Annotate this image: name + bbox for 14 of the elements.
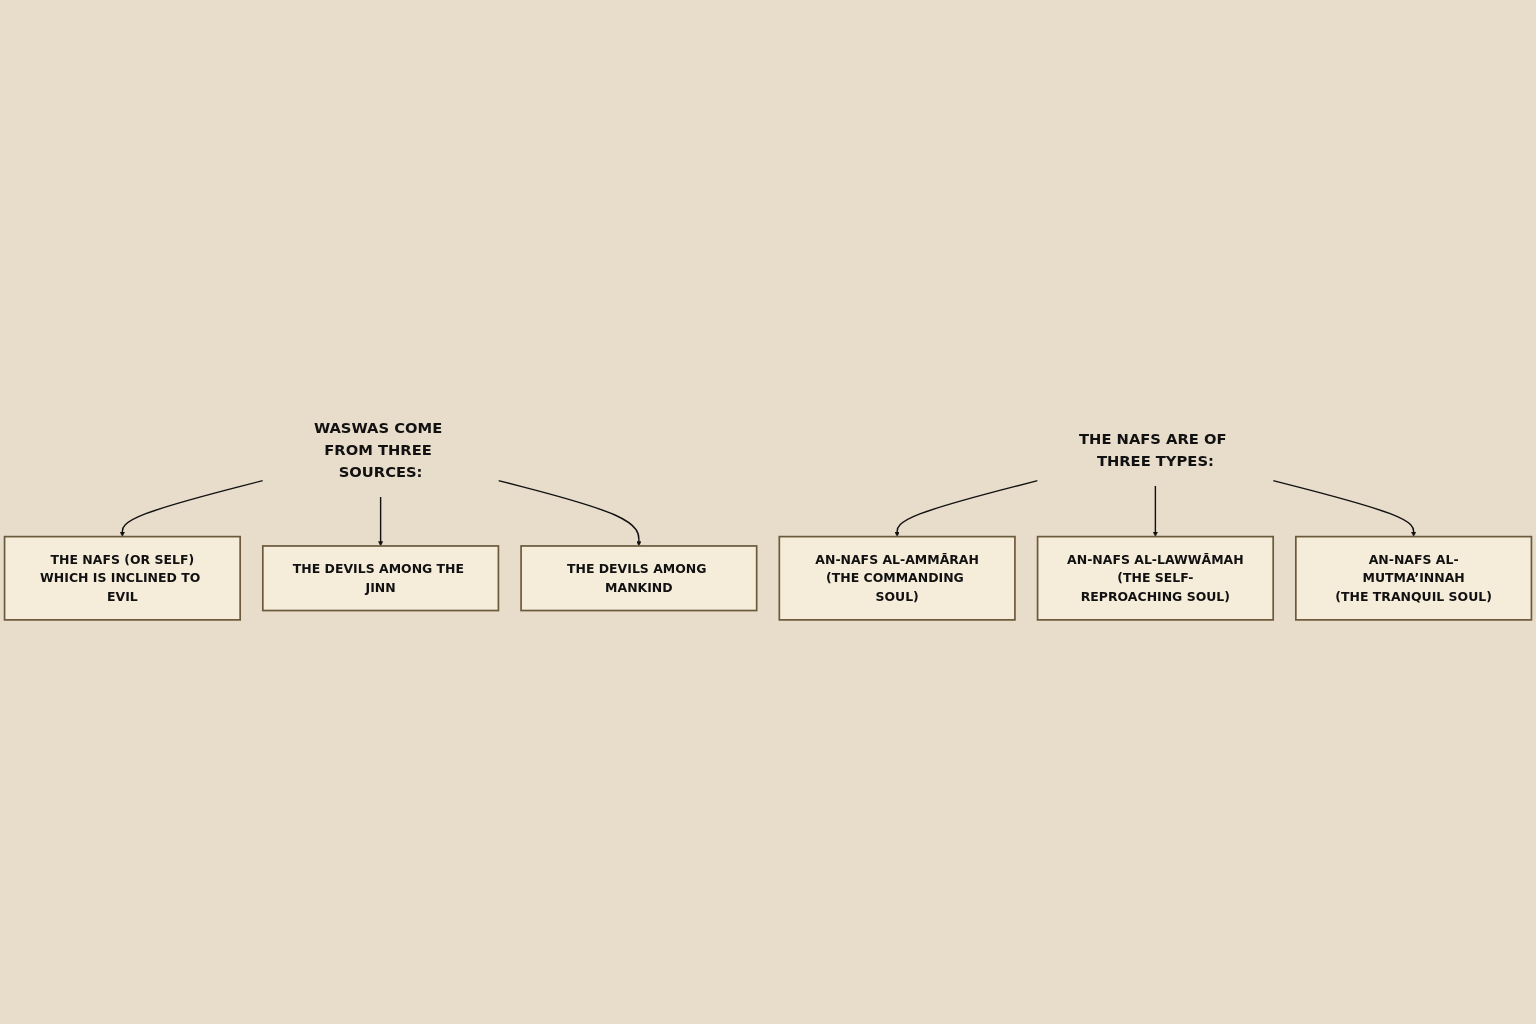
node-box: AN-NAFS AL-MUTMA’INNAH (THE TRANQUIL SOUL) [1295, 536, 1533, 621]
node-box: THE DEVILS AMONG MANKIND [520, 545, 758, 612]
node-text: THE NAFS ARE OF THREE TYPES: [1079, 430, 1227, 470]
arrow [1152, 485, 1158, 538]
node-text: WASWAS COME FROM THREE SOURCES: [313, 419, 443, 481]
node-box: AN-NAFS AL-LAWWĀMAH (THE SELF-REPROACHING SOUL) [1036, 536, 1275, 621]
arrow [119, 480, 264, 538]
arrow [497, 480, 642, 547]
arrow [1272, 480, 1417, 538]
node-box: THE NAFS (OR SELF) WHICH IS INCLINED TO EVIL [3, 536, 241, 621]
node-box: AN-NAFS AL-AMMĀRAH (THE COMMANDING SOUL) [778, 536, 1016, 621]
arrow [378, 496, 384, 547]
arrow [894, 480, 1039, 538]
node-box: THE DEVILS AMONG THE JINN [261, 545, 500, 612]
